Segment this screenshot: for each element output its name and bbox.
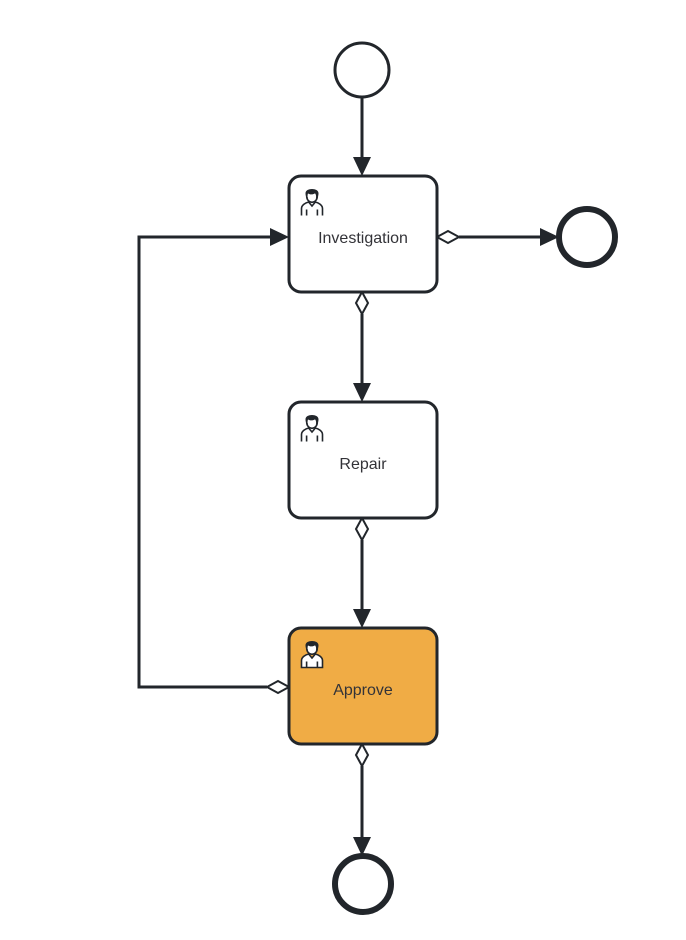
task-approve-label: Approve: [333, 682, 393, 699]
sequence-flows-layer: [137, 97, 559, 856]
conditional-flow-marker: [434, 229, 462, 245]
flow-start-to-investigation[interactable]: [353, 97, 371, 176]
user-icon: [300, 415, 324, 442]
flow-approve-to-end-bottom[interactable]: [353, 741, 371, 856]
flow-investigation-to-repair[interactable]: [353, 289, 371, 402]
flow-arrowhead: [540, 228, 559, 246]
flow-arrowhead: [353, 157, 371, 176]
flow-line: [137, 235, 276, 689]
conditional-flow-marker: [264, 679, 292, 695]
start-event[interactable]: [333, 41, 391, 99]
flow-arrowhead: [353, 837, 371, 856]
end-event-right[interactable]: [556, 206, 618, 268]
end-event-right-circle: [556, 206, 618, 268]
task-repair[interactable]: Repair: [287, 400, 439, 520]
flow-investigation-to-end-right[interactable]: [434, 228, 559, 246]
task-approve[interactable]: Approve: [287, 626, 439, 746]
flow-arrowhead: [270, 228, 289, 246]
user-icon: [300, 641, 324, 669]
start-event-circle: [333, 41, 391, 99]
flow-approve-to-investigation-loop[interactable]: [137, 228, 292, 695]
task-investigation-label: Investigation: [318, 230, 408, 247]
conditional-flow-marker: [354, 741, 370, 769]
flow-repair-to-approve[interactable]: [353, 515, 371, 628]
user-icon: [300, 189, 324, 216]
task-approve-body: [287, 626, 439, 746]
end-event-bottom[interactable]: [332, 853, 394, 915]
task-investigation-body: [287, 174, 439, 294]
end-event-bottom-circle: [332, 853, 394, 915]
task-repair-body: [287, 400, 439, 520]
flow-arrowhead: [353, 383, 371, 402]
task-investigation[interactable]: Investigation: [287, 174, 439, 294]
task-repair-label: Repair: [339, 456, 387, 473]
flow-arrowhead: [353, 609, 371, 628]
conditional-flow-marker: [354, 289, 370, 317]
conditional-flow-marker: [354, 515, 370, 543]
